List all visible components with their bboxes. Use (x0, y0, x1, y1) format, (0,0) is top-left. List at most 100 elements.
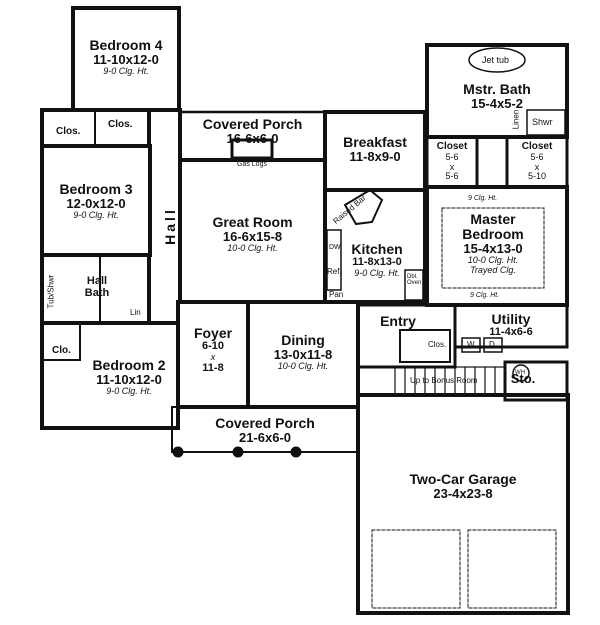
clg-top-label: 9 Clg. Ht. (468, 195, 498, 202)
bedroom3-label: Bedroom 3 12-0x12-0 9-0 Clg. Ht. (42, 181, 150, 221)
master-bedroom-note: Trayed Clg. (470, 264, 516, 275)
dining-label: Dining 13-0x11-8 10-0 Clg. Ht. (248, 332, 358, 372)
closet-right-label: Closet 5-6 x 5-10 (507, 141, 567, 182)
clos-bed4-label: Clos. (108, 119, 133, 130)
bedroom3-clg: 9-0 Clg. Ht. (73, 210, 119, 221)
kitchen-clg: 9-0 Clg. Ht. (354, 267, 400, 278)
pan-label: Pan (329, 290, 344, 299)
dining-dims: 13-0x11-8 (273, 347, 333, 363)
bedroom2-name: Bedroom 2 (92, 357, 166, 373)
lin-label: Lin (130, 308, 141, 317)
utility-name: Utility (491, 311, 531, 327)
gas-logs-label: Gas Logs (237, 161, 267, 168)
double-oven (404, 269, 424, 301)
dbl-oven-label: Dbl. Oven (407, 274, 422, 286)
entry-name: Entry (380, 313, 416, 329)
garage-door-2 (467, 529, 557, 609)
clos-bed3-label: Clos. (56, 126, 81, 137)
front-porch-label: Covered Porch 21-6x6-0 (172, 415, 358, 445)
master-bedroom-label: Master Bedroom 15-4x13-0 10-0 Clg. Ht. T… (442, 211, 544, 276)
closet-right-d1: 5-6 (530, 151, 544, 162)
breakfast-name: Breakfast (343, 134, 407, 150)
front-porch-name: Covered Porch (215, 415, 315, 431)
garage-walls (356, 393, 570, 615)
mstr-bath-name: Mstr. Bath (463, 81, 531, 97)
tub-shower-label: Tub/Shwr (46, 274, 56, 309)
great-room-clg: 10-0 Clg. Ht. (227, 243, 278, 254)
porch-post (290, 446, 302, 458)
rear-porch-label: Covered Porch 16-6x6-0 (180, 116, 325, 147)
closet-right-d2: 5-10 (527, 171, 546, 182)
breakfast-dims: 11-8x9-0 (349, 149, 401, 165)
washer-label: W (467, 340, 475, 349)
bedroom2-clg: 9-0 Clg. Ht. (106, 386, 152, 397)
storage-walls (503, 360, 569, 402)
bedroom3-dims: 12-0x12-0 (66, 196, 126, 212)
raised-bar (343, 188, 384, 226)
closet-left-label: Closet 5-6 x 5-6 (427, 141, 477, 182)
sto-name: Sto. (510, 371, 536, 386)
jet-tub (468, 47, 526, 73)
porch-post (232, 446, 244, 458)
fireplace (230, 138, 274, 160)
sto-label: Sto. (505, 371, 541, 386)
ref-label: Ref. (327, 267, 342, 276)
master-bedroom-name1: Master (470, 211, 516, 227)
closet-right-name: Closet (521, 141, 553, 152)
master-bedroom-clg: 10-0 Clg. Ht. (467, 255, 519, 266)
bedroom4-dims: 11-10x12-0 (93, 52, 159, 68)
utility-label: Utility 11-4x6-6 (455, 311, 567, 339)
hall-bath-name2: Bath (84, 286, 110, 299)
mstr-bath-dims: 15-4x5-2 (470, 96, 524, 112)
dining-clg: 10-0 Clg. Ht. (277, 361, 329, 372)
bedroom2-dims: 11-10x12-0 (96, 372, 162, 388)
water-heater (512, 364, 530, 382)
clos-entry-label: Clos. (428, 340, 447, 349)
great-room-label: Great Room 16-6x15-8 10-0 Clg. Ht. (180, 214, 325, 254)
rear-porch-name: Covered Porch (202, 116, 303, 132)
washer (461, 337, 481, 353)
closet-left-x: x (449, 161, 455, 172)
bedroom4-label: Bedroom 4 11-10x12-0 9-0 Clg. Ht. (73, 37, 179, 77)
master-bedroom-dims: 15-4x13-0 (463, 241, 523, 257)
hall-bath-label: Hall Bath (78, 275, 116, 300)
hall-label: Hall (161, 207, 178, 245)
hall-bath-name1: Hall (86, 275, 108, 287)
shower-label: Shwr (532, 117, 553, 127)
bedroom2-label: Bedroom 2 11-10x12-0 9-0 Clg. Ht. (80, 357, 178, 397)
closet-left-name: Closet (436, 141, 468, 152)
foyer-d1: 6-10 (201, 340, 225, 353)
jet-tub-label: Jet tub (482, 55, 510, 65)
garage-dims: 23-4x23-8 (433, 486, 493, 502)
clg-bottom-label: 9 Clg. Ht. (470, 292, 500, 299)
porch-post (172, 446, 184, 458)
tray-ceiling (441, 207, 545, 289)
kitchen-counter-left (326, 229, 342, 291)
rear-porch-dims: 16-6x6-0 (226, 131, 279, 147)
dining-name: Dining (281, 332, 325, 348)
foyer-name: Foyer (193, 325, 233, 341)
clo-bed2-label: Clo. (52, 345, 71, 356)
foyer-x: x (210, 351, 216, 362)
garage-name: Two-Car Garage (409, 471, 517, 487)
bedroom4-clg: 9-0 Clg. Ht. (103, 66, 149, 77)
entry-label: Entry (358, 313, 438, 329)
linen-label: Linen (511, 109, 521, 130)
clos-entry (399, 329, 451, 363)
utility-dims: 11-4x6-6 (489, 326, 533, 339)
foyer-label: Foyer 6-10 x 11-8 (178, 325, 248, 375)
great-room-name: Great Room (212, 214, 293, 230)
dw-label: DW (329, 244, 341, 251)
bedroom4-name: Bedroom 4 (89, 37, 163, 53)
closet-left-d2: 5-6 (445, 171, 459, 182)
kitchen-name: Kitchen (351, 241, 403, 257)
garage-label: Two-Car Garage 23-4x23-8 (358, 471, 568, 502)
wh-label: WH (515, 370, 525, 376)
closet-right-x: x (534, 161, 540, 172)
bonus-room-label: Up to Bonus Room (410, 376, 478, 385)
master-bedroom-name2: Bedroom (462, 226, 524, 243)
mstr-bath-label: Mstr. Bath 15-4x5-2 (427, 81, 567, 112)
kitchen-dims: 11-8x13-0 (352, 256, 402, 269)
closet-left-d1: 5-6 (445, 151, 459, 162)
